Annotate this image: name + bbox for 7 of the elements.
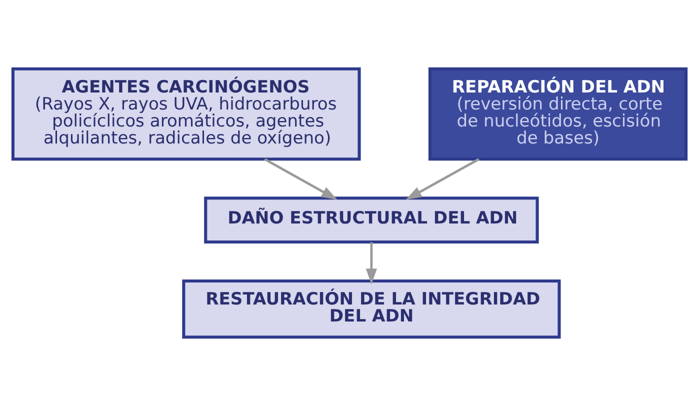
node-box: RESTAURACIÓN DE LA INTEGRIDAD DEL ADN xyxy=(182,279,561,338)
arrow xyxy=(406,158,480,200)
arrow xyxy=(264,158,338,200)
node-box: DAÑO ESTRUCTURAL DEL ADN xyxy=(204,196,539,244)
arrow xyxy=(366,242,378,284)
node-box: REPARACIÓN DEL ADN (reversión directa, corte de nucleótidos, escisión de bases) xyxy=(428,66,688,160)
node-box: AGENTES CARCINÓGENOS (Rayos X, rayos UVA, hidrocarburos policíclicos aromáticos, agentes alquilantes, radicales de oxígeno) xyxy=(11,66,361,160)
